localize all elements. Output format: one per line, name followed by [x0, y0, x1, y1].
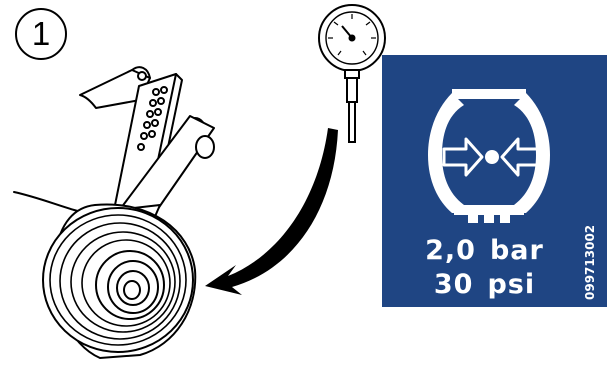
part-number: 099713002: [583, 225, 597, 300]
pressure-psi-line: 30 psi: [382, 269, 587, 300]
pressure-gauge-icon: [319, 5, 385, 142]
curved-arrow-icon: [205, 128, 338, 295]
tire-pressure-icon: [382, 55, 607, 230]
pressure-bar-value: 2,0: [425, 235, 476, 266]
tire-pressure-sign: 2,0 bar 30 psi: [382, 55, 607, 307]
pressure-psi-value: 30: [434, 269, 474, 300]
wheel-icon: [43, 204, 195, 358]
pressure-bar-line: 2,0 bar: [382, 235, 587, 266]
pressure-psi-unit: psi: [487, 269, 535, 300]
pressure-bar-unit: bar: [490, 235, 544, 266]
